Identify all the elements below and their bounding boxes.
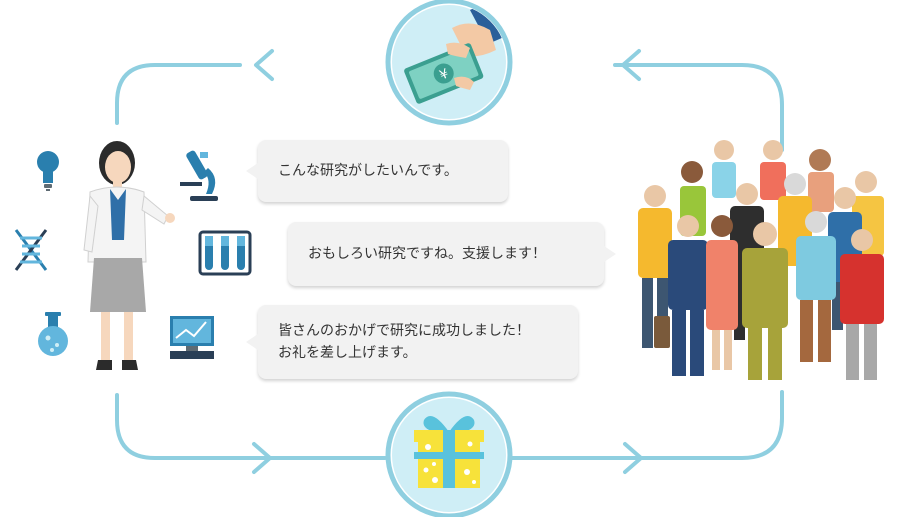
supporter-5 [654,215,708,376]
supporter-6 [706,215,738,370]
researcher-figure [83,141,175,370]
supporter-7 [742,222,788,380]
supporter-8 [796,211,836,362]
arrow-right-2 [623,442,643,474]
arrow-right-1 [252,442,272,474]
cycle-loop [115,63,784,460]
bubble-tail-left [246,334,258,350]
money-circle: ¥ [385,0,513,126]
supporter-back-1 [712,140,736,198]
supporters-reply-bubble: おもしろい研究ですね。支援します！ [288,222,616,286]
supporter-back-2 [760,140,786,200]
gift-box-icon [414,416,484,488]
researcher-thanks-line-2: お礼を差し上げます。 [278,345,417,361]
supporters-reply-text: おもしろい研究ですね。支援します！ [308,246,546,262]
cycle-line-bottom-left [115,393,387,460]
supporter-9 [840,229,884,380]
gift-circle [385,391,513,517]
flask-icon [38,312,68,356]
arrow-left-1 [254,49,274,81]
supporters-crowd [638,140,884,380]
cycle-arrows [252,49,643,474]
light-bulb-icon [37,151,59,191]
researcher-request-text: こんな研究がしたいんです。 [278,163,458,179]
supporter-back-3 [808,149,834,212]
arrow-left-2 [621,49,641,81]
cycle-line-top-right [613,63,784,152]
researcher-request-bubble: こんな研究がしたいんです。 [246,140,508,202]
dna-helix-icon [14,229,48,271]
bubble-tail-left [246,163,258,179]
cycle-line-bottom-right [510,390,784,460]
supporter-1 [638,185,672,348]
monitor-chart-icon [170,316,214,359]
researcher-thanks-bubble: 皆さんのおかげで研究に成功しました！ お礼を差し上げます。 [246,305,578,379]
cycle-line-top-left [115,63,242,125]
test-tubes-icon [198,230,252,276]
researcher-thanks-line-1: 皆さんのおかげで研究に成功しました！ [278,323,530,339]
microscope-icon [180,150,218,201]
bubble-tail-right [604,246,616,262]
